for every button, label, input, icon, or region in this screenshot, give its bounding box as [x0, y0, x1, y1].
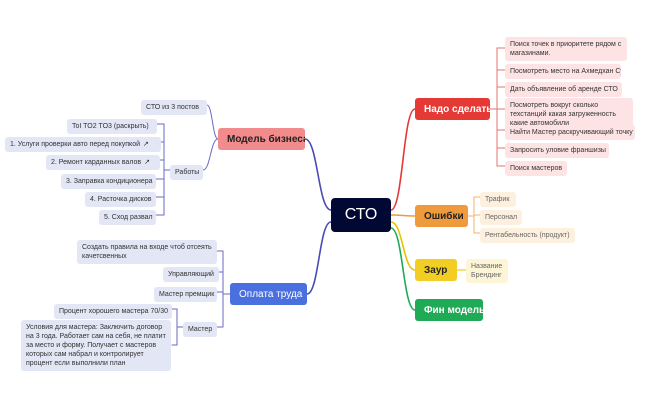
works-item[interactable]: 4. Расточка дисков [85, 192, 156, 207]
edge-root-todo [390, 108, 416, 211]
master-item[interactable]: Процент хорошего мастера 70/30 [54, 304, 172, 319]
todo-item[interactable]: Запросить уловие франшизы [505, 143, 609, 158]
fin-model-branch-node[interactable]: Фин модель [415, 299, 483, 321]
works-item-label: 1. Услуги проверки авто перед покупкой [10, 141, 141, 148]
errors-item[interactable]: Рентабельность (продукт) [480, 228, 575, 243]
zaur-item[interactable]: Название Брендинг [466, 259, 508, 283]
todo-item[interactable]: Поиск точек в приоритете рядом с магазин… [505, 37, 627, 61]
works-node[interactable]: Работы [170, 165, 203, 180]
works-item[interactable]: 5. Сход развал [99, 210, 156, 225]
external-link-icon[interactable]: ↗ [144, 159, 150, 166]
manager-node[interactable]: Управляющий [163, 267, 219, 282]
master-item[interactable]: Условия для мастера: Заключить договор н… [21, 320, 171, 371]
edge-business-sto [206, 104, 219, 140]
todo-item[interactable]: Дать объявление об аренде СТО [505, 82, 622, 97]
master-bonus-node[interactable]: Мастер премщик [154, 287, 217, 302]
works-item-label: 2. Ремонт карданных валов [51, 159, 142, 166]
zaur-item-label: Брендинг [471, 272, 502, 279]
works-item[interactable]: ToI TO2 TO3 (раскрыть) [67, 119, 157, 134]
business-branch-node[interactable]: Модель бизнеса [218, 128, 305, 150]
edge-root-zaur [390, 221, 416, 271]
edge-root-business [304, 138, 332, 211]
todo-branch-node[interactable]: Надо сделать [415, 98, 490, 120]
todo-item[interactable]: Найти Мастер раскручивающий точку [505, 125, 635, 140]
external-link-icon[interactable]: ↗ [143, 141, 149, 148]
errors-item[interactable]: Трафик [480, 192, 516, 207]
todo-item[interactable]: Поиск мастеров [505, 161, 567, 176]
edge-root-labor [306, 221, 332, 295]
zaur-branch-node[interactable]: Заур [415, 259, 457, 281]
errors-branch-node[interactable]: Ошибки [415, 205, 468, 227]
labor-pay-branch-node[interactable]: Оплата труда [230, 283, 307, 305]
edge-business-works [202, 138, 219, 171]
todo-item[interactable]: Посмотреть место на Ахмедхан Султана [505, 64, 621, 79]
edge-root-fin [390, 227, 416, 311]
sto-size-node[interactable]: СТО из 3 постов [141, 100, 207, 115]
edge-root-errors [390, 214, 416, 217]
labor-rules-node[interactable]: Создать правила на входе чтоб отсеять ка… [77, 240, 217, 264]
errors-item[interactable]: Персонал [480, 210, 522, 225]
master-node[interactable]: Мастер [183, 322, 217, 337]
root-node[interactable]: СТО [331, 198, 391, 232]
zaur-item-label: Название [471, 263, 503, 270]
works-item[interactable]: 1. Услуги проверки авто перед покупкой↗ [5, 137, 161, 152]
works-item[interactable]: 2. Ремонт карданных валов↗ [46, 155, 160, 170]
works-item[interactable]: 3. Заправка кондиционера [61, 174, 156, 189]
